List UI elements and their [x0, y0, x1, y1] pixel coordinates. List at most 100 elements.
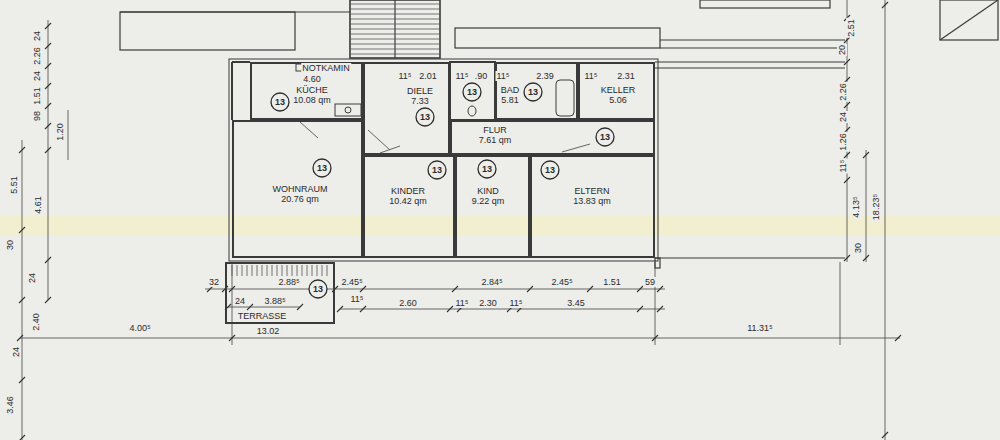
room-outline: KIND9.22 qm13	[455, 155, 530, 258]
dimension-tick	[844, 37, 850, 43]
circle-shape	[271, 93, 289, 111]
dimension-tick	[863, 152, 869, 158]
terrace-railing	[287, 265, 288, 276]
room-name: KÜCHE	[293, 85, 331, 95]
room-label-group: KELLER5.06	[601, 85, 636, 105]
dimension-tick	[45, 43, 51, 49]
dimension-label: 24	[32, 30, 42, 42]
circle-shape	[596, 128, 614, 146]
terrace-railing	[327, 265, 328, 276]
room-name: FLUR	[479, 125, 512, 135]
wall-line	[660, 39, 845, 40]
room-name: KELLER	[601, 85, 636, 95]
dimension-tick	[229, 335, 235, 341]
circle-shape	[313, 159, 331, 177]
room-area: 7.61 qm	[479, 135, 512, 145]
room-name: TERRASSE	[238, 311, 287, 321]
stair-tread	[350, 9, 440, 10]
dimension-label: 4.00⁵	[128, 323, 151, 333]
dimension-tick	[229, 286, 235, 292]
wall-line	[700, 0, 830, 8]
dimension-label: 20	[837, 44, 847, 56]
dimension-tick	[45, 257, 51, 263]
dimension-label: 5.51	[9, 175, 19, 195]
dimension-label: 24	[11, 346, 21, 358]
chimney-label: NOTKAMIN	[301, 63, 351, 73]
circle-shape	[463, 83, 481, 101]
dimension-label: 24	[32, 70, 42, 82]
dimension-label: 11.31⁵	[746, 323, 774, 333]
dimension-label: 13.02	[256, 326, 281, 336]
room-area: 5.81	[501, 95, 520, 105]
dimension-tick	[637, 286, 643, 292]
dimension-label: 2.30	[478, 298, 498, 308]
dimension-tick	[882, 432, 888, 438]
dimension-tick	[527, 286, 533, 292]
dimension-line	[205, 289, 665, 290]
dimension-tick	[332, 286, 338, 292]
dimension-label: 2.60	[398, 298, 418, 308]
door-leaf	[368, 130, 390, 150]
stair-tread	[350, 49, 440, 50]
dimension-label: 3.88⁵	[263, 296, 286, 306]
dimension-tick	[45, 123, 51, 129]
wall-line	[940, 0, 998, 40]
door-leaf	[562, 144, 590, 152]
dimension-label: .90	[474, 71, 489, 81]
dimension-tick	[657, 286, 663, 292]
room-area: 13.83 qm	[573, 196, 611, 206]
stair-tread	[350, 34, 440, 35]
dimension-label: 2.84⁵	[480, 277, 503, 287]
dimension-label: 1.26	[838, 132, 848, 152]
door-leaf	[300, 122, 318, 138]
terrace-railing	[262, 265, 263, 276]
wall-line	[655, 257, 845, 258]
dimension-label: 11⁵	[838, 158, 848, 173]
room-outline: WOHNRAUM20.76 qm13	[232, 120, 363, 258]
terrace-railing	[237, 265, 238, 276]
dimension-tick	[45, 63, 51, 69]
dimension-label: 11⁵	[508, 298, 523, 308]
dimension-tick	[360, 306, 366, 312]
room-outline: KINDER10.42 qm13	[363, 155, 455, 258]
dimension-tick	[297, 304, 303, 310]
room-label-group: BAD5.81	[501, 85, 520, 105]
dimension-label: 2.51	[846, 18, 856, 38]
upper-balcony	[120, 12, 295, 50]
room-label-group: TERRASSE	[238, 311, 287, 321]
room-area: 10.08 qm	[293, 95, 331, 105]
dimension-tick	[895, 335, 901, 341]
room-area: 7.33	[407, 96, 433, 106]
room-outline: TERRASSE 13	[225, 262, 335, 324]
wall-line	[655, 61, 845, 62]
callout-number: 13	[540, 160, 560, 180]
terrace-railing	[307, 265, 308, 276]
terrace-railing	[292, 265, 293, 276]
stair-tread	[350, 19, 440, 20]
dimension-label: 2.45⁵	[340, 277, 363, 287]
dimension-label: 24	[838, 111, 848, 123]
dimension-tick	[652, 335, 658, 341]
staircase	[350, 0, 440, 58]
dimension-label: 3.45	[566, 298, 586, 308]
terrace-railing	[242, 265, 243, 276]
circle-shape	[478, 160, 496, 178]
dimension-tick	[447, 306, 453, 312]
callout-number: 13	[308, 279, 328, 299]
room-label-group: FLUR7.61 qm	[479, 125, 512, 145]
terrace-railing	[257, 265, 258, 276]
dimension-tick	[45, 297, 51, 303]
door-leaf	[380, 146, 400, 153]
wall-line	[232, 61, 250, 63]
room-name: BAD	[501, 85, 520, 95]
circle-shape	[309, 280, 327, 298]
callout-circle: 13	[308, 279, 328, 299]
dimension-tick	[844, 152, 850, 158]
dimension-label: 2.45⁵	[550, 277, 573, 287]
dimension-tick	[844, 177, 850, 183]
callout-number: 13	[462, 82, 482, 102]
dimension-tick	[19, 435, 25, 440]
